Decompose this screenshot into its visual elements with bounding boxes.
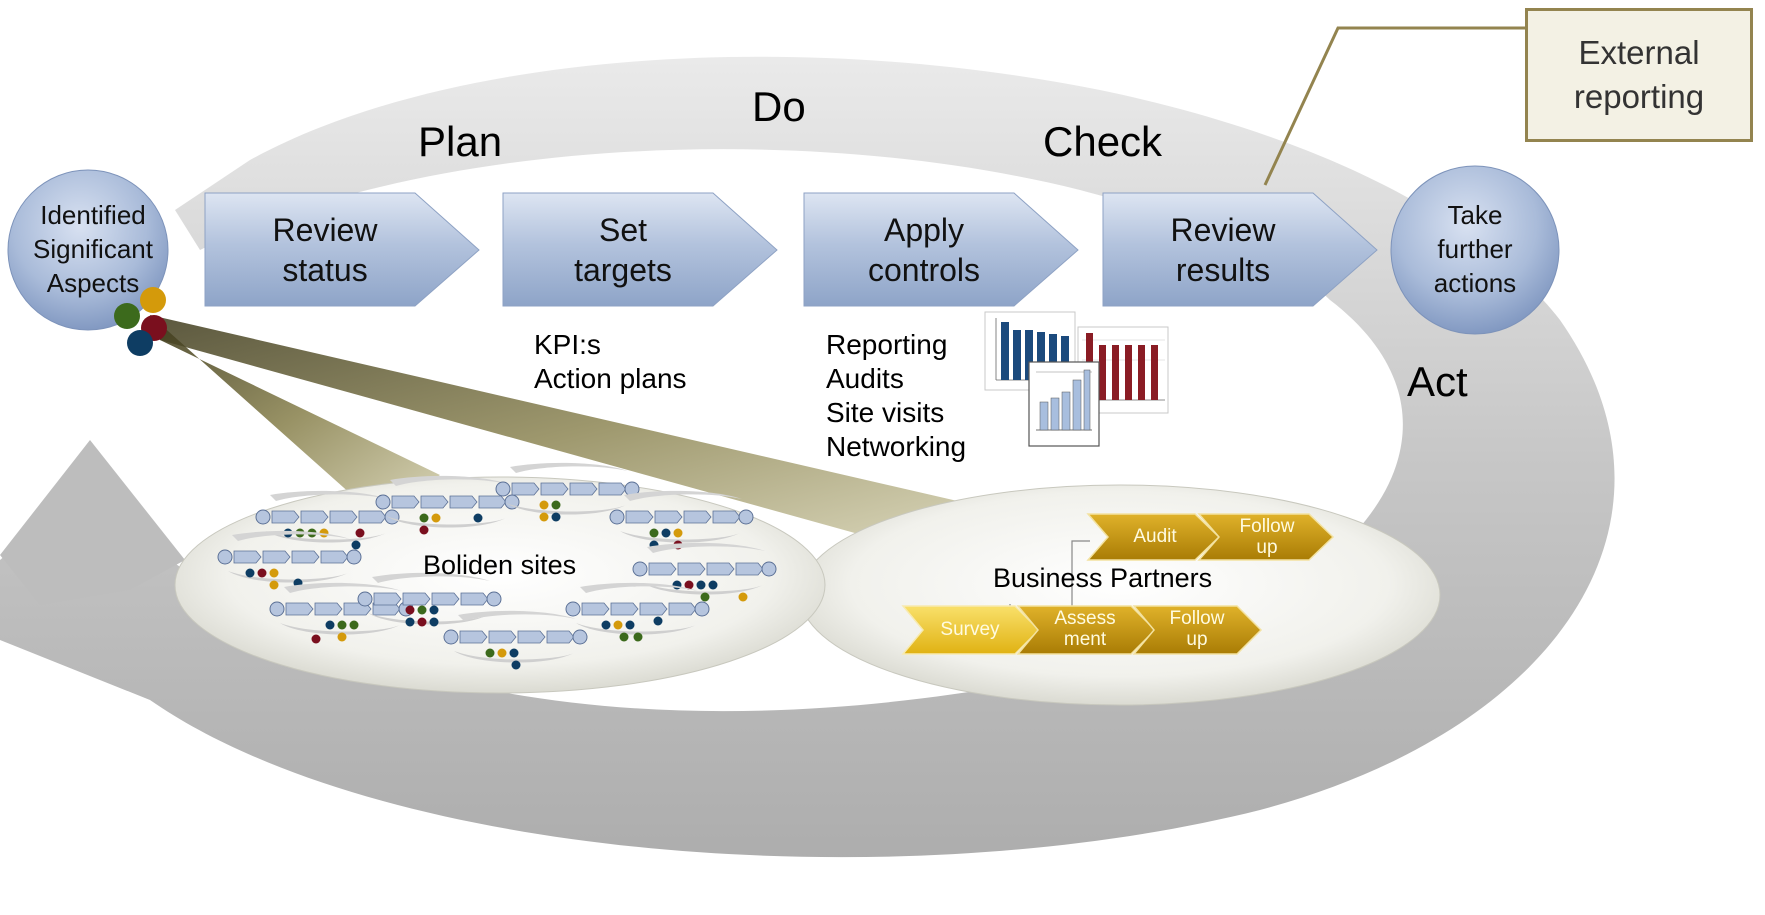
aspect-dots bbox=[114, 287, 167, 356]
start-circle-label: Identified Significant Aspects bbox=[18, 198, 168, 300]
step-arrow-review-status[interactable] bbox=[204, 192, 480, 307]
beam-to-partners bbox=[150, 315, 1040, 540]
partner-step-survey[interactable] bbox=[901, 605, 1041, 655]
step-line: results bbox=[1175, 252, 1271, 288]
partner-step-assessment[interactable] bbox=[1016, 605, 1157, 655]
report-thumbnails bbox=[984, 311, 1169, 447]
controls-note: Audits bbox=[826, 363, 904, 394]
controls-note: Reporting bbox=[826, 329, 948, 360]
partner-connector bbox=[1071, 540, 1090, 606]
partner-label-line: ment bbox=[1063, 629, 1107, 650]
start-circle-line: Significant bbox=[33, 234, 153, 264]
step-line: Apply bbox=[883, 212, 965, 248]
phase-label-act: Act bbox=[1407, 358, 1468, 405]
aspect-dot-blue bbox=[127, 330, 153, 356]
partners-label: Business Partners bbox=[993, 563, 1213, 593]
phase-label-plan: Plan bbox=[418, 118, 503, 165]
end-circle[interactable] bbox=[1390, 165, 1560, 335]
mini-pdca-diagram bbox=[357, 572, 502, 627]
partner-label-line: up bbox=[1256, 537, 1278, 558]
mini-pdca-diagram bbox=[269, 582, 414, 644]
external-reporting-line: reporting bbox=[1573, 78, 1705, 115]
step-line: status bbox=[282, 252, 368, 288]
controls-notes: Reporting Audits Site visits Networking bbox=[826, 328, 966, 464]
beam-to-sites bbox=[150, 315, 440, 520]
mini-pdca-diagram bbox=[375, 475, 520, 535]
step-line: targets bbox=[574, 252, 672, 288]
end-circle-line: Take bbox=[1447, 200, 1503, 230]
partner-process bbox=[901, 513, 1335, 655]
step-line: Set bbox=[598, 212, 648, 248]
controls-note: Site visits bbox=[826, 397, 945, 428]
targets-note: KPI:s bbox=[534, 329, 601, 360]
partner-label-survey: Survey bbox=[940, 619, 1000, 640]
start-circle-line: Aspects bbox=[46, 268, 140, 298]
step-arrow-set-targets[interactable] bbox=[502, 192, 778, 307]
phase-label-check: Check bbox=[1043, 118, 1163, 165]
aspect-dot-green bbox=[114, 303, 140, 329]
step-line: Review bbox=[272, 212, 378, 248]
step-line: controls bbox=[867, 252, 981, 288]
step-line: Review bbox=[1170, 212, 1276, 248]
partner-step-follow-up-upper[interactable] bbox=[1197, 513, 1335, 561]
step-label-review-status: Review status bbox=[220, 210, 430, 290]
step-label-set-targets: Set targets bbox=[518, 210, 728, 290]
external-reporting-box[interactable]: External reporting bbox=[1525, 8, 1753, 142]
pdca-ring-arrow bbox=[0, 56, 1615, 858]
end-circle-label: Take further actions bbox=[1405, 198, 1545, 300]
external-reporting-connector bbox=[1263, 26, 1525, 186]
mini-pdca-diagram bbox=[443, 610, 588, 670]
partner-label-line: up bbox=[1186, 629, 1208, 650]
partner-label-line: Follow bbox=[1169, 608, 1225, 629]
step-label-apply-controls: Apply controls bbox=[819, 210, 1029, 290]
partner-label-line: Assess bbox=[1054, 608, 1116, 629]
partner-label-follow-up-upper: Follow up bbox=[1222, 516, 1312, 558]
thumbnail-bar-chart-light bbox=[1028, 361, 1100, 447]
targets-note: Action plans bbox=[534, 363, 687, 394]
partner-label-follow-up-lower: Follow up bbox=[1152, 608, 1242, 650]
start-circle[interactable] bbox=[7, 169, 169, 331]
end-circle-line: further bbox=[1437, 234, 1513, 264]
process-steps bbox=[204, 192, 1378, 307]
end-circle-line: actions bbox=[1433, 268, 1517, 298]
partner-step-follow-up-lower[interactable] bbox=[1132, 605, 1263, 655]
aspect-dot-yellow bbox=[140, 287, 166, 313]
partner-step-audit[interactable] bbox=[1086, 513, 1221, 561]
partner-label-line: Follow bbox=[1239, 516, 1295, 537]
step-label-review-results: Review results bbox=[1118, 210, 1328, 290]
controls-note: Networking bbox=[826, 431, 967, 462]
partner-label-assessment: Assess ment bbox=[1040, 608, 1130, 650]
mini-pdca-diagram bbox=[495, 462, 640, 522]
phase-label-do: Do bbox=[752, 83, 806, 130]
targets-notes: KPI:s Action plans bbox=[534, 328, 687, 396]
start-circle-line: Identified bbox=[40, 200, 146, 230]
partner-label-audit: Audit bbox=[1133, 526, 1177, 547]
sites-label: Boliden sites bbox=[423, 550, 577, 580]
step-arrow-review-results[interactable] bbox=[1102, 192, 1378, 307]
mini-pdca-diagram bbox=[217, 530, 362, 590]
mini-pdca-diagram bbox=[565, 582, 710, 642]
mini-pdca-group bbox=[217, 462, 777, 670]
step-arrow-apply-controls[interactable] bbox=[803, 192, 1079, 307]
external-reporting-line: External bbox=[1578, 34, 1700, 71]
